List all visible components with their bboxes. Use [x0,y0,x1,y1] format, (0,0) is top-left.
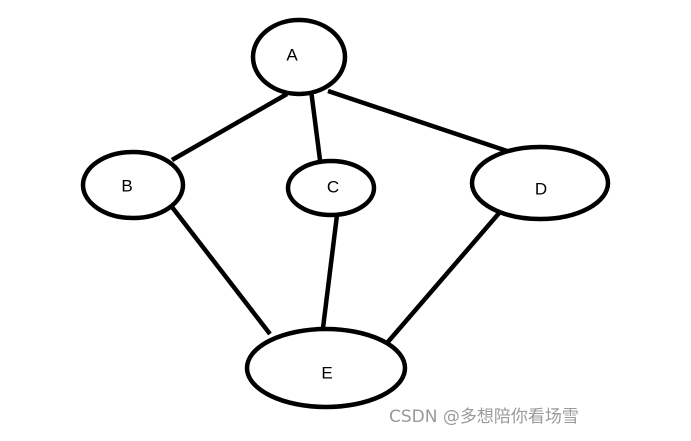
edge-d-e [385,210,502,345]
node-d-label: D [535,179,547,198]
edge-a-d [327,88,511,155]
node-a-ellipse [250,17,348,97]
node-c-label: C [327,177,339,196]
node-a-label: A [286,45,298,64]
node-b-ellipse [80,149,186,221]
edge-c-e [320,214,340,329]
edges-group [170,88,511,345]
edge-a-c [308,89,323,161]
node-c-ellipse [285,158,377,218]
edge-a-b [170,92,289,162]
node-d: D [469,144,611,222]
csdn-watermark: CSDN @多想陪你看场雪 [389,407,579,427]
node-e-ellipse [244,326,408,410]
node-d-ellipse [469,144,611,222]
node-b-label: B [121,176,132,195]
node-c: C [285,158,377,218]
node-b: B [80,149,186,221]
node-e: E [244,326,408,410]
node-e-label: E [321,363,332,382]
node-a: A [250,17,348,97]
edge-b-e [170,205,272,336]
